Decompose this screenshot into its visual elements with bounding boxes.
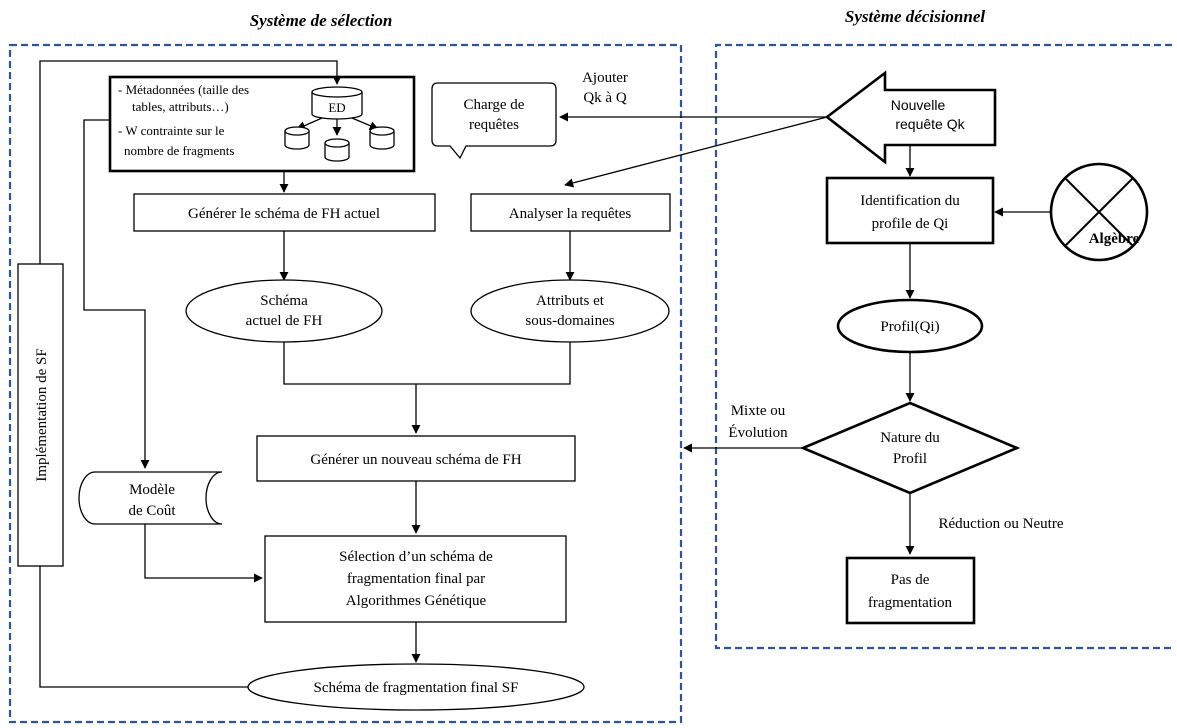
current-schema-line-2: actuel de FH <box>246 313 323 329</box>
metadata-line-4: nombre de fragments <box>124 143 234 158</box>
fragment-cylinder-icon <box>324 138 350 162</box>
nature-decision-diamond <box>799 401 1021 495</box>
nature-line-2: Profil <box>893 451 927 467</box>
attributes-line-1: Attributs et <box>536 293 605 309</box>
cost-model-storage: Modèle de Coût <box>78 471 223 525</box>
implementation-to-metadata-arrow <box>39 60 342 264</box>
decision-system-frame <box>714 43 1172 650</box>
cost-model-line-2: de Coût <box>128 503 176 519</box>
profile-label: Profil(Qi) <box>880 319 939 335</box>
metadata-box: - Métadonnées (taille des tables, attrib… <box>108 75 416 173</box>
merge-connector <box>283 342 571 385</box>
algebra-crossed-circle: Algèbre <box>1049 162 1149 262</box>
final-selection-line-1: Sélection d’un schéma de <box>339 549 493 565</box>
database-cylinder-icon: ED <box>311 86 363 120</box>
identification-line-1: Identification du <box>860 193 960 209</box>
identification-box <box>825 176 995 245</box>
current-schema-ellipse <box>185 279 383 343</box>
database-label: ED <box>328 100 345 115</box>
selection-system-title: Système de sélection <box>250 11 393 30</box>
algebra-label: Algèbre <box>1089 231 1140 247</box>
reduction-label: Réduction ou Neutre <box>939 516 1064 532</box>
cost-model-line-1: Modèle <box>129 482 175 498</box>
identification-line-2: profile de Qi <box>872 216 949 232</box>
implementation-label: Implémentation de SF <box>34 348 50 481</box>
arrow-cost-model-to-selection <box>144 524 263 583</box>
mixte-label-1: Mixte ou <box>731 403 786 419</box>
new-query-line-2: requête Qk <box>895 116 965 132</box>
no-fragmentation-box <box>845 556 976 625</box>
final-selection-line-3: Algorithmes Génétique <box>346 593 487 609</box>
mixte-label-2: Évolution <box>728 424 788 441</box>
query-load-line-2: requêtes <box>469 117 519 133</box>
new-query-line-1: Nouvelle <box>891 97 946 113</box>
final-selection-box <box>264 535 567 623</box>
no-fragmentation-line-1: Pas de <box>891 572 930 588</box>
query-load-callout: Charge de requêtes <box>431 82 557 160</box>
no-fragmentation-line-2: fragmentation <box>868 595 953 611</box>
nature-line-1: Nature du <box>880 430 940 446</box>
query-load-line-1: Charge de <box>464 97 525 113</box>
generate-new-schema-label: Générer un nouveau schéma de FH <box>310 452 521 468</box>
fragment-cylinder-icon <box>369 126 395 150</box>
final-to-implementation-line <box>39 566 248 688</box>
add-query-label-1: Ajouter <box>582 70 628 86</box>
fragment-cylinder-icon <box>284 126 310 150</box>
attributes-ellipse <box>470 279 670 343</box>
analyze-query-label: Analyser la requêtes <box>509 206 632 222</box>
selection-system-frame <box>8 43 683 724</box>
new-query-arrow-shape: Nouvelle requête Qk <box>824 70 997 165</box>
metadata-line-1: - Métadonnées (taille des <box>118 82 249 97</box>
metadata-line-2: tables, attributs…) <box>132 99 229 114</box>
attributes-line-2: sous-domaines <box>525 313 614 329</box>
arrow-to-analyze <box>564 116 828 188</box>
current-schema-line-1: Schéma <box>260 293 308 309</box>
final-schema-label: Schéma de fragmentation final SF <box>314 680 519 696</box>
metadata-line-3: - W contrainte sur le <box>118 123 225 138</box>
arrow-meta-to-cost-model <box>83 119 150 469</box>
generate-current-schema-label: Générer le schéma de FH actuel <box>188 206 380 222</box>
final-selection-line-2: fragmentation final par <box>347 571 485 587</box>
add-query-label-2: Qk à Q <box>583 90 626 106</box>
decision-system-title: Système décisionnel <box>845 7 986 26</box>
